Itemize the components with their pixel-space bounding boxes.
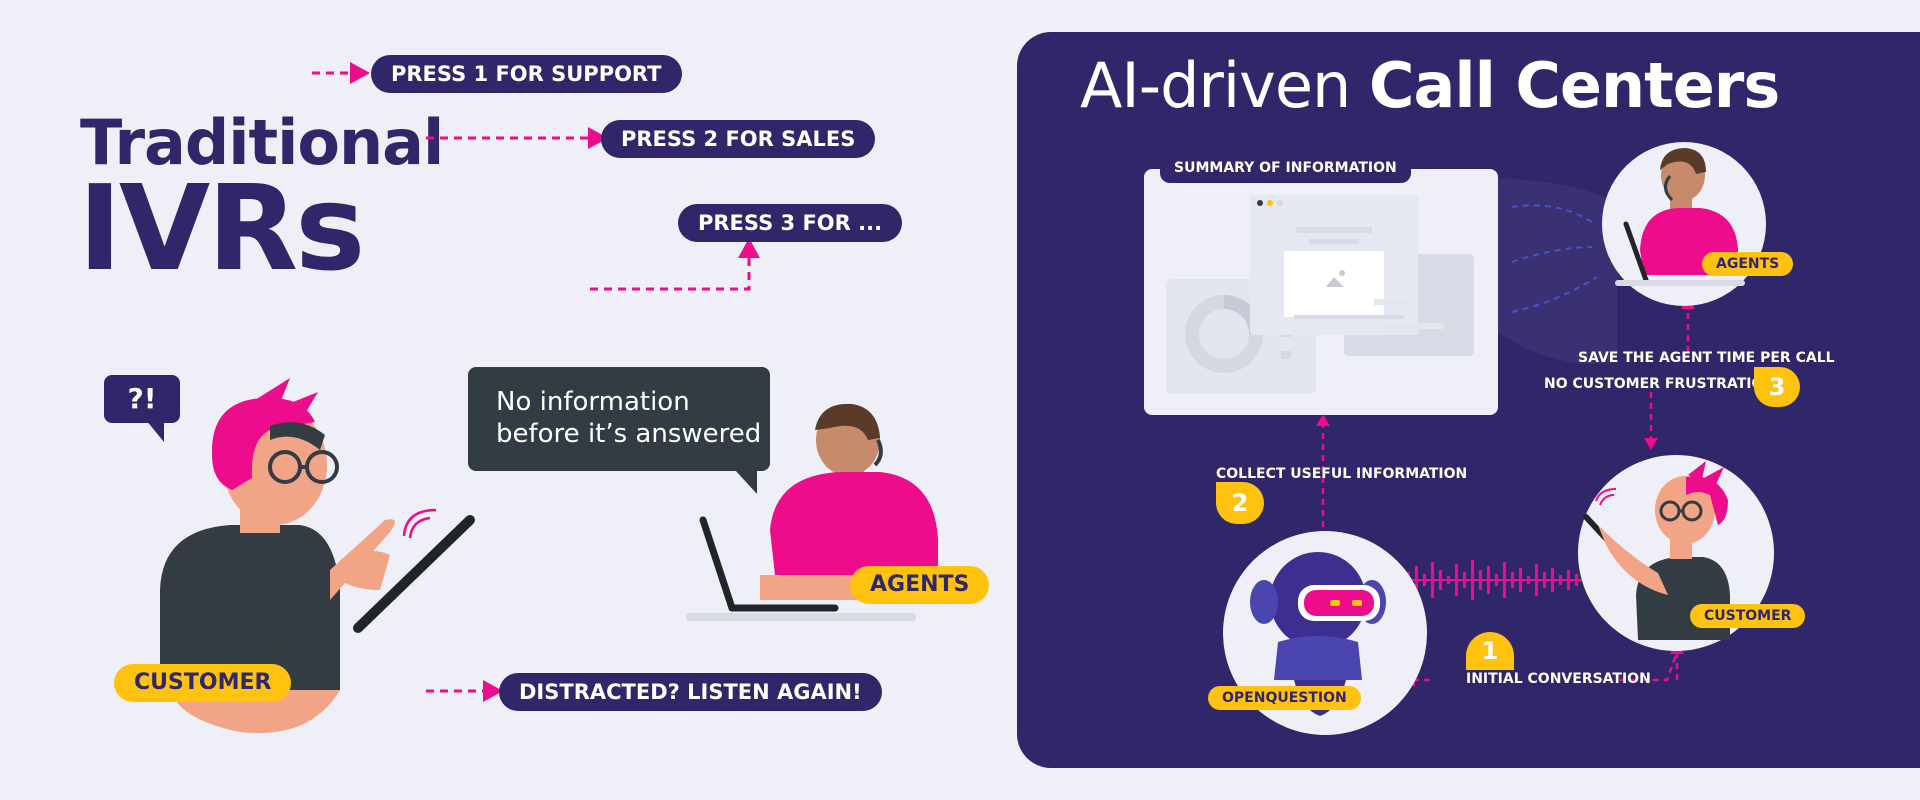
press-1-button: PRESS 1 FOR SUPPORT (371, 55, 682, 93)
listen-again-button: DISTRACTED? LISTEN AGAIN! (499, 673, 882, 711)
dashed-arrow-icon (350, 62, 370, 84)
step-2-label: COLLECT USEFUL INFORMATION (1216, 466, 1468, 482)
ivr-arrows (312, 62, 760, 702)
question-bubble: ?! (104, 375, 180, 423)
step-3-badge: 3 (1754, 367, 1800, 407)
speech-bubble-tail (735, 470, 757, 494)
question-bubble-tail (146, 420, 164, 442)
press-2-button: PRESS 2 FOR SALES (601, 120, 876, 158)
agents-tag-left: AGENTS (850, 566, 990, 604)
summary-tab: SUMMARY OF INFORMATION (1160, 153, 1411, 183)
customer-circle (1578, 455, 1774, 651)
dashed-arrow-icon (588, 127, 608, 149)
agent-circle (1602, 142, 1766, 306)
ai-title: AI-driven Call Centers (1080, 46, 1780, 126)
traditional-title: Traditional (80, 106, 444, 179)
step-1-label: INITIAL CONVERSATION (1466, 671, 1651, 687)
ai-title-light: AI-driven (1080, 49, 1351, 122)
dashed-arrow-icon (1644, 438, 1658, 450)
step-1-badge: 1 (1466, 632, 1514, 670)
customer-tag-right: CUSTOMER (1690, 604, 1806, 628)
speech-bubble (468, 367, 770, 471)
save-time-label: SAVE THE AGENT TIME PER CALL (1578, 350, 1835, 366)
agent-illustration (686, 403, 938, 621)
dashed-arrow-icon (738, 238, 760, 258)
agents-tag-right: AGENTS (1702, 252, 1794, 276)
press-3-button: PRESS 3 FOR ... (678, 204, 903, 242)
ivrs-title: IVRs (78, 159, 365, 297)
ai-flow-arrows (1316, 178, 1695, 687)
dashed-arrow-icon (483, 680, 503, 702)
customer-tag-left: CUSTOMER (114, 664, 292, 702)
step-3-label: NO CUSTOMER FRUSTRATION (1544, 376, 1776, 392)
ai-title-bold: Call Centers (1369, 49, 1780, 122)
step-2-badge: 2 (1216, 482, 1264, 524)
speech-bubble-text: No information before it’s answered (496, 387, 762, 449)
dashed-arrow-icon (1316, 414, 1330, 426)
openquestion-tag: OPENQUESTION (1208, 686, 1361, 710)
summary-mockup (1166, 195, 1474, 394)
openquestion-bot (1223, 531, 1427, 735)
